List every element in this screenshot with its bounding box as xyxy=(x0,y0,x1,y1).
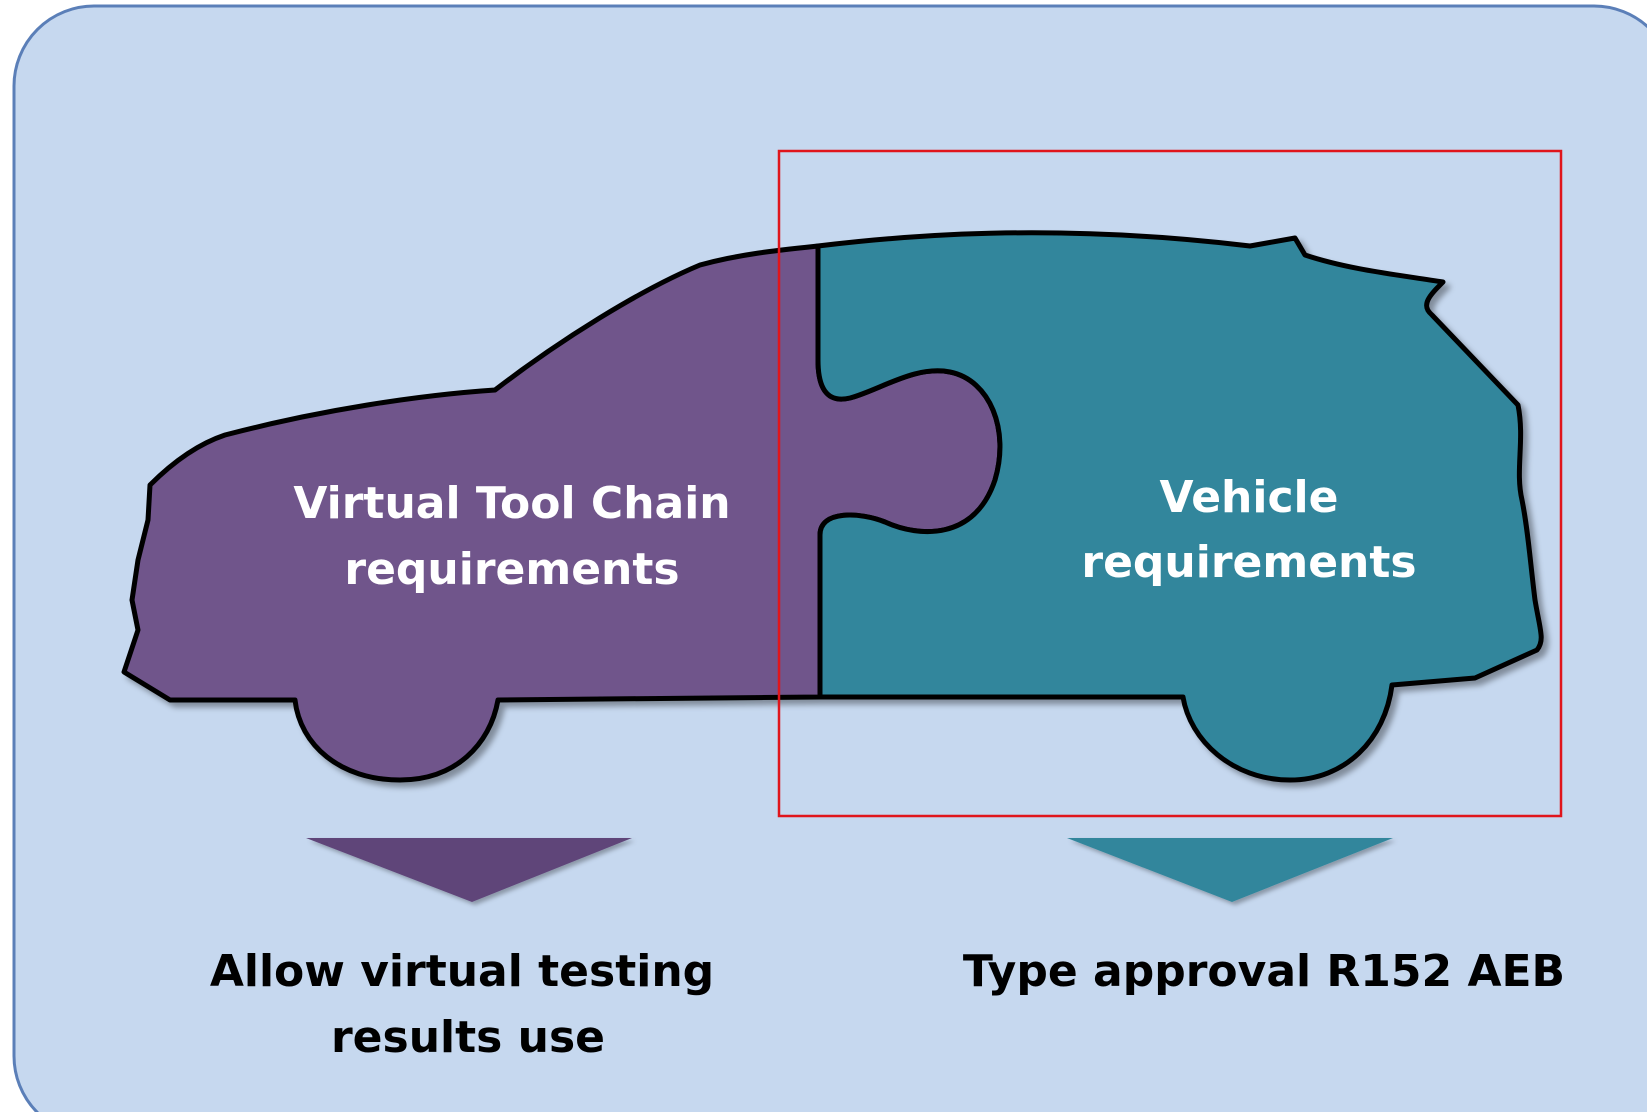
right-piece-label-line1: Vehicle xyxy=(1160,472,1339,523)
right-down-arrow xyxy=(1067,838,1393,902)
car-silhouette xyxy=(121,230,1544,783)
highlight-box xyxy=(777,149,1563,818)
right-caption-line1: Type approval R152 AEB xyxy=(963,946,1565,997)
left-piece-label-line2: requirements xyxy=(344,544,679,595)
left-caption-line2: results use xyxy=(331,1012,605,1063)
vehicle-puzzle-piece xyxy=(815,230,1544,783)
left-piece-label-line1: Virtual Tool Chain xyxy=(293,478,730,529)
left-caption-line1: Allow virtual testing xyxy=(210,946,714,997)
right-piece-label-line2: requirements xyxy=(1081,537,1416,588)
left-down-arrow xyxy=(306,838,632,902)
